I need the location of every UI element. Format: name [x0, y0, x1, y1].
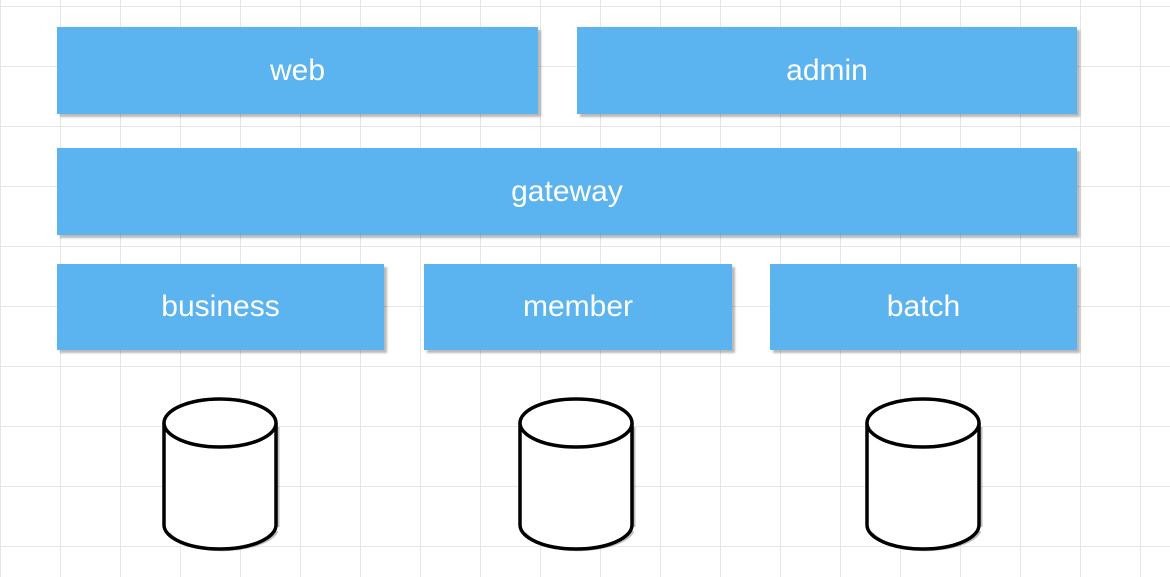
business-box[interactable]: business: [57, 264, 384, 350]
business-database-icon[interactable]: [159, 393, 283, 555]
web-box[interactable]: web: [57, 27, 538, 114]
batch-database-icon[interactable]: [862, 393, 986, 555]
admin-label: admin: [786, 53, 868, 87]
member-box[interactable]: member: [424, 264, 732, 350]
business-label: business: [161, 290, 280, 323]
admin-box[interactable]: admin: [577, 27, 1077, 114]
gateway-label: gateway: [511, 174, 623, 208]
member-database-icon[interactable]: [515, 393, 639, 555]
gateway-box[interactable]: gateway: [57, 148, 1077, 235]
batch-box[interactable]: batch: [770, 264, 1077, 350]
member-label: member: [522, 290, 634, 323]
web-label: web: [269, 53, 326, 87]
batch-label: batch: [886, 290, 961, 323]
